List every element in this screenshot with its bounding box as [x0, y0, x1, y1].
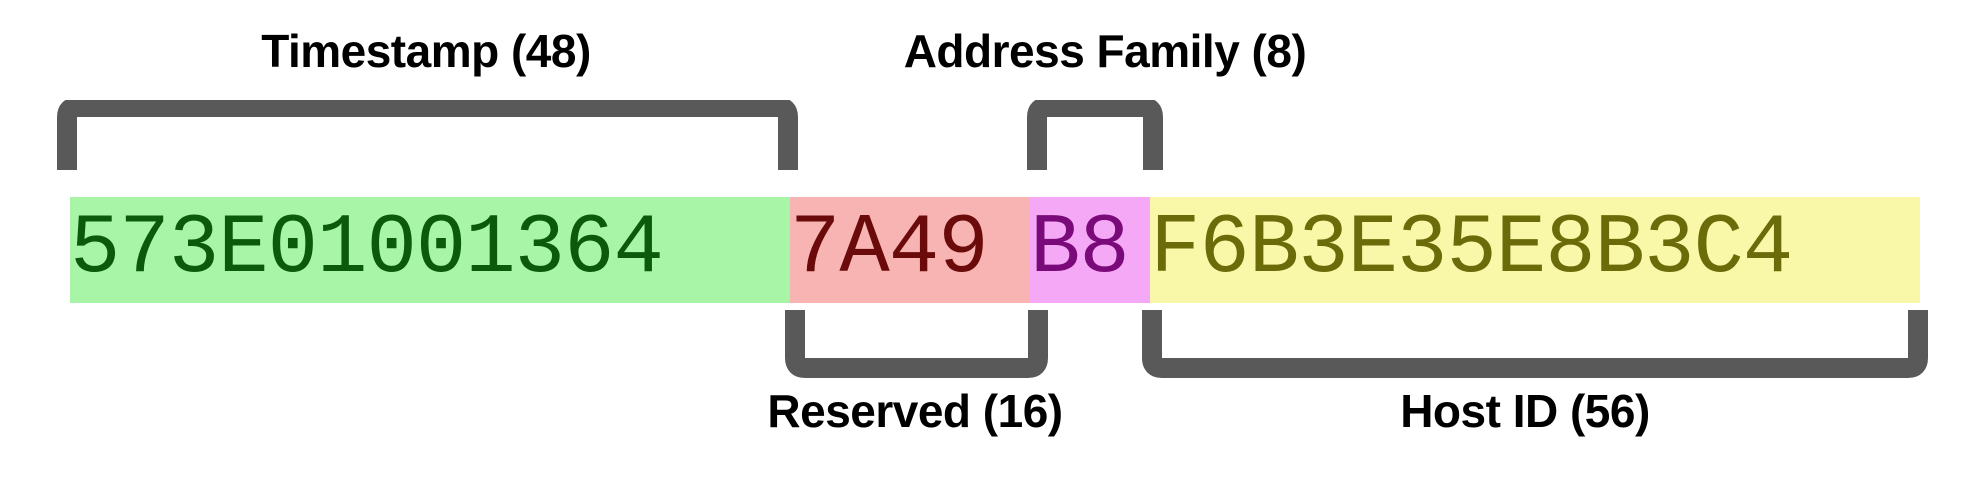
reserved-field-label: Reserved (16) [767, 385, 1063, 437]
host-id-bracket-icon [1140, 310, 1930, 380]
address-family-bracket-icon [1025, 100, 1165, 172]
host-id-field-label: Host ID (56) [1400, 385, 1650, 437]
timestamp-field-label: Timestamp (48) [261, 25, 591, 77]
hex-segment-timestamp[interactable]: 573E01001364 [70, 197, 790, 303]
address-family-field-label: Address Family (8) [903, 25, 1307, 77]
timestamp-bracket-icon [55, 100, 800, 172]
reserved-bracket-icon [783, 310, 1053, 380]
hex-byte-strip: 573E01001364 7A49 B8 F6B3E35E8B3C4 [70, 197, 1920, 303]
hex-segment-reserved[interactable]: 7A49 [790, 197, 1030, 303]
hex-segment-address-family[interactable]: B8 [1030, 197, 1150, 303]
hex-segment-host-id[interactable]: F6B3E35E8B3C4 [1150, 197, 1920, 303]
